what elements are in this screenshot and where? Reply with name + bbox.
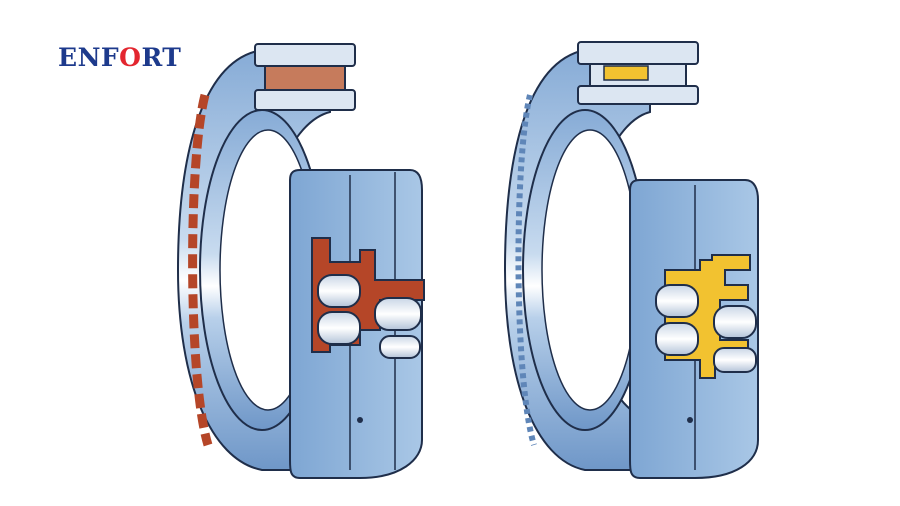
right-roller-3 [713, 305, 757, 339]
bearing-left [176, 43, 425, 479]
left-cage-stripe [188, 93, 213, 447]
right-top-flange [577, 41, 699, 65]
left-roller-4 [379, 335, 421, 359]
right-roller-4 [713, 347, 757, 373]
left-roller-3 [374, 297, 422, 331]
left-roller-1 [317, 274, 361, 308]
left-top-flange [254, 43, 356, 67]
right-roller-2 [655, 322, 699, 356]
bearing-right [503, 41, 759, 479]
left-roller-2 [317, 311, 361, 345]
logo-text: ENFORT [58, 43, 181, 72]
enfort-logo: ENFORT [58, 43, 181, 72]
right-roller-1 [655, 284, 699, 318]
